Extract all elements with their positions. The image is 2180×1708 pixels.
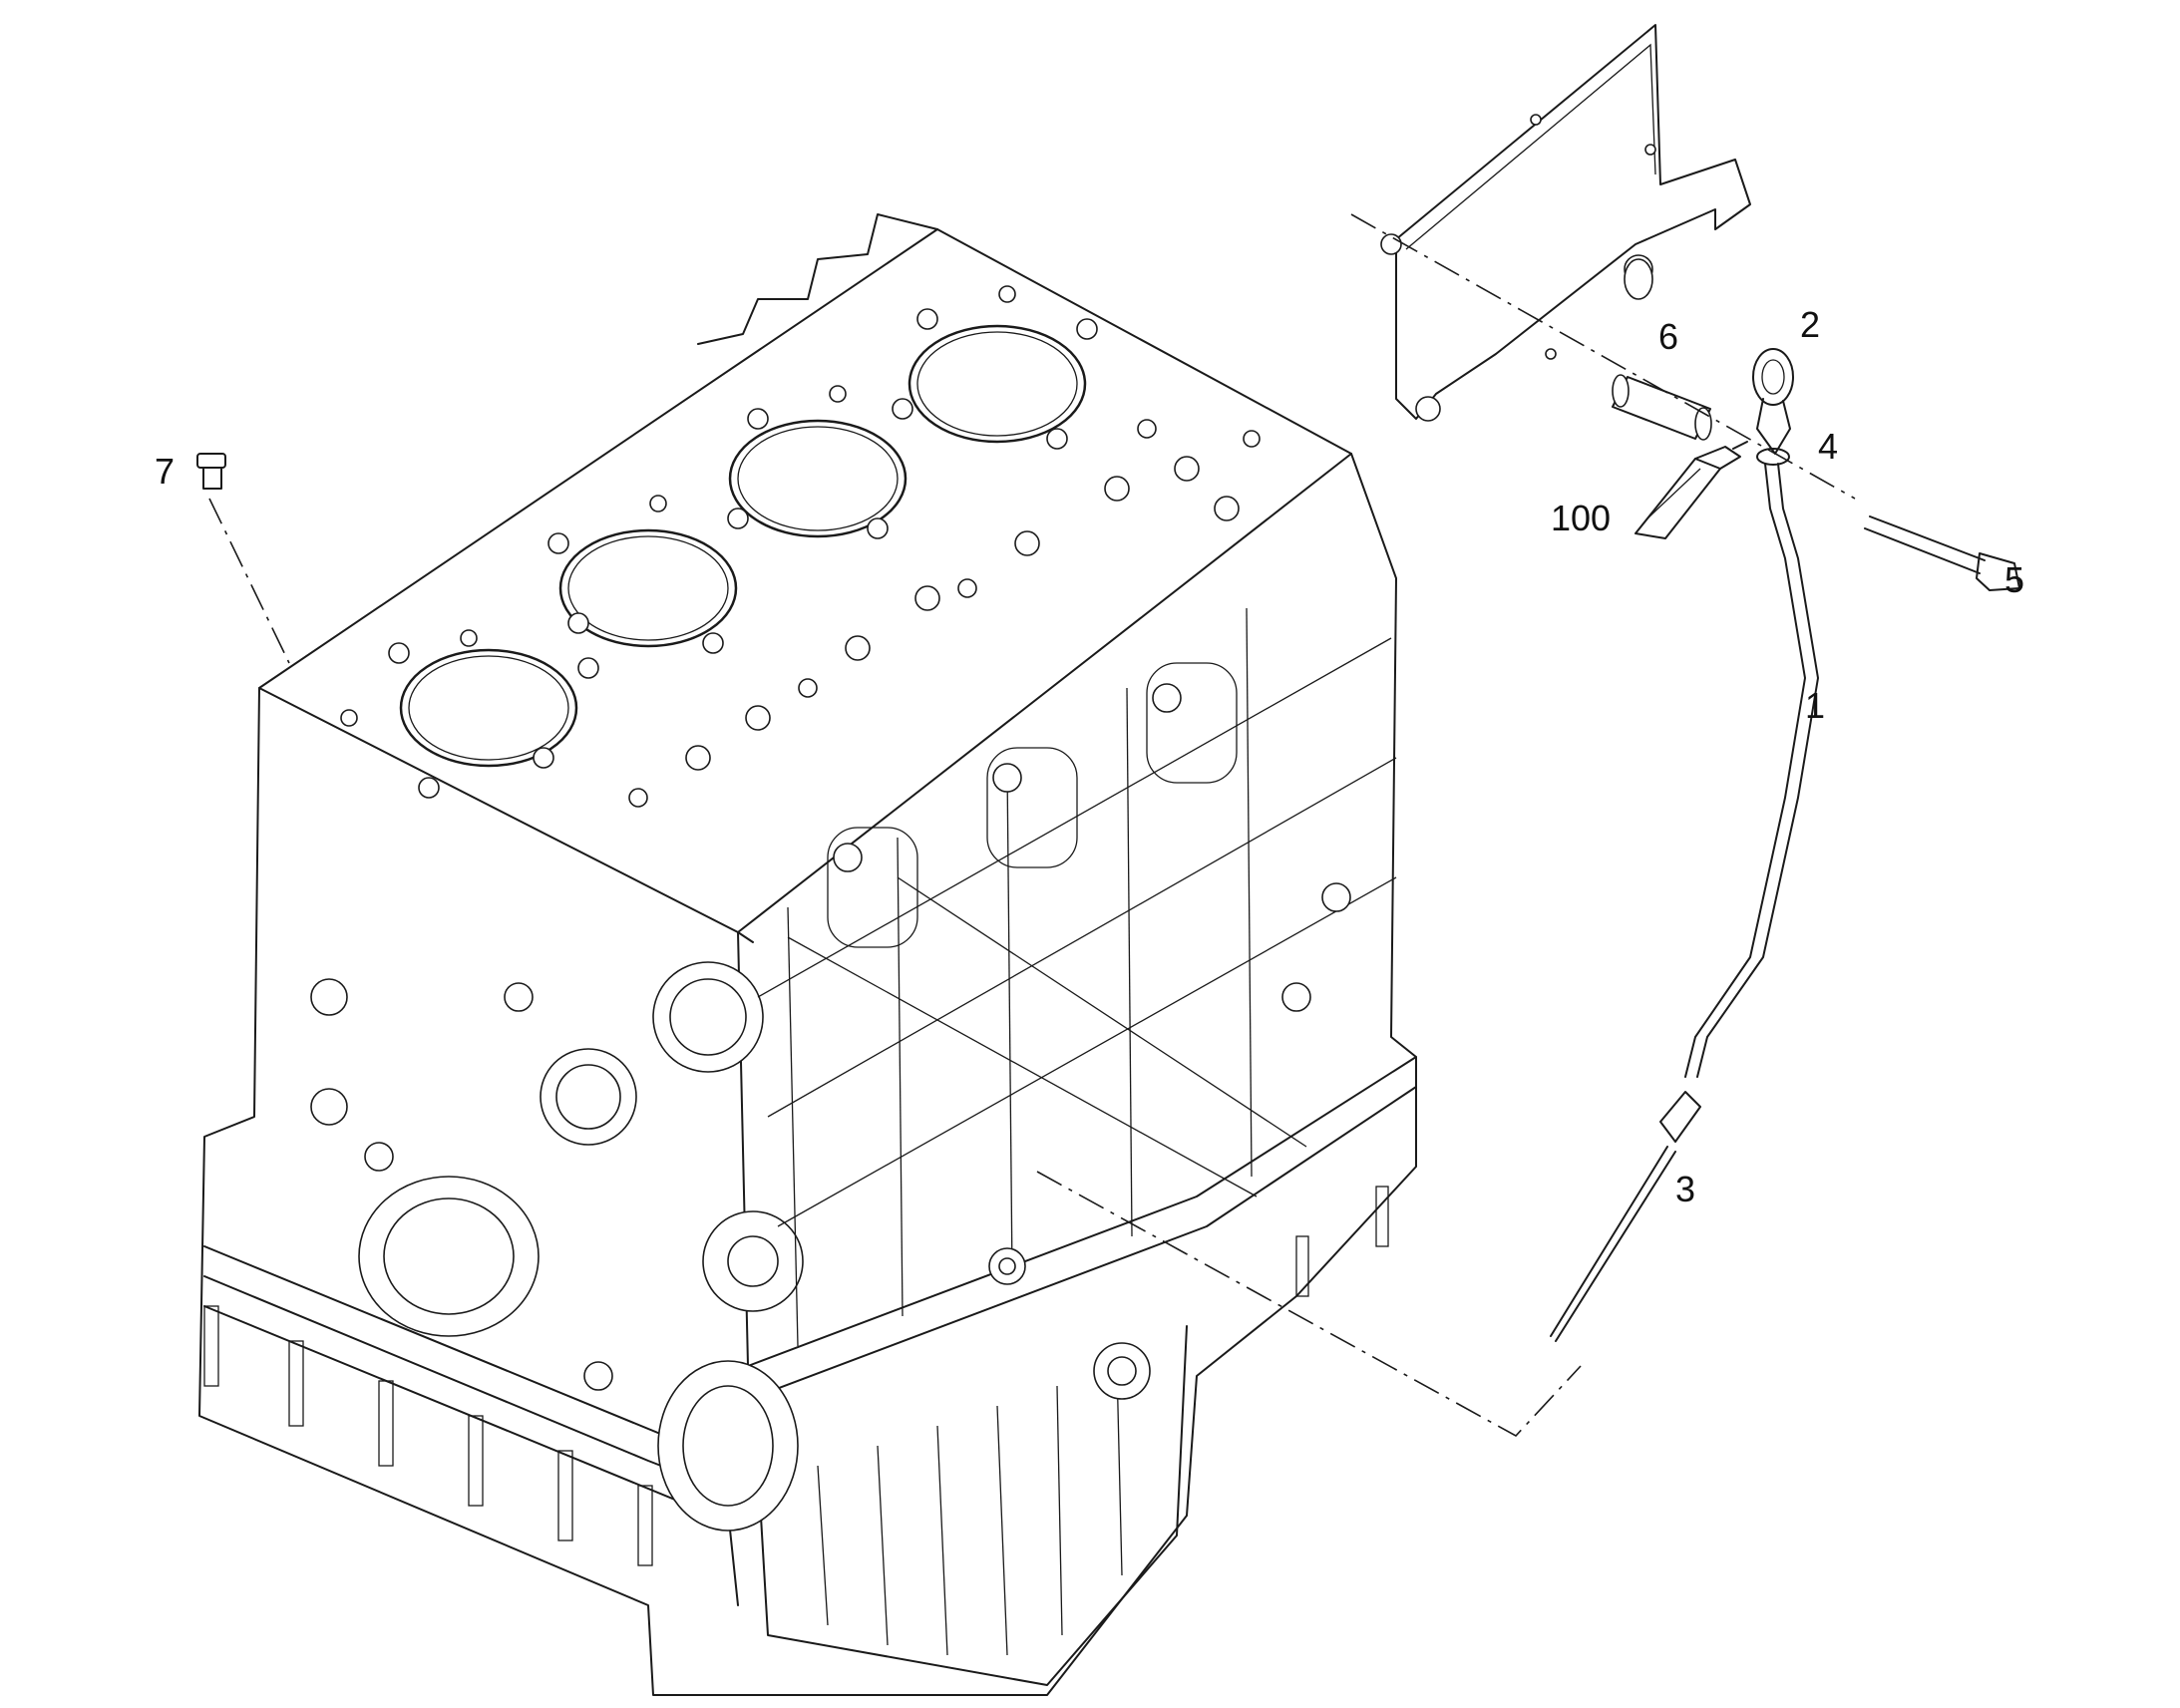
callout-2: 2 [1800,304,1820,345]
tube-nut-icon [1659,1091,1701,1143]
engine-block-icon [198,213,1417,1696]
callout-3: 3 [1675,1169,1695,1209]
callout-4: 4 [1818,426,1838,467]
callout-7: 7 [155,451,175,492]
sealant-tube-icon [1635,441,1748,539]
dipstick-tube-icon [1684,463,1819,1078]
o-ring-icon [1756,448,1790,466]
dipstick-blade-icon [1550,1146,1676,1342]
bracket-plate-icon [1380,24,1751,422]
assembly-lines [208,213,1856,1438]
plug-icon [196,453,226,490]
dipstick-handle-icon [1752,348,1794,455]
bolt-icon [1864,515,2020,591]
callout-100: 100 [1551,498,1611,538]
callout-6: 6 [1658,316,1678,357]
callout-1: 1 [1805,685,1825,726]
callout-labels: 2 6 4 100 5 1 3 7 [155,304,2024,1209]
spacer-icon [1612,374,1712,441]
callout-5: 5 [2004,559,2024,600]
